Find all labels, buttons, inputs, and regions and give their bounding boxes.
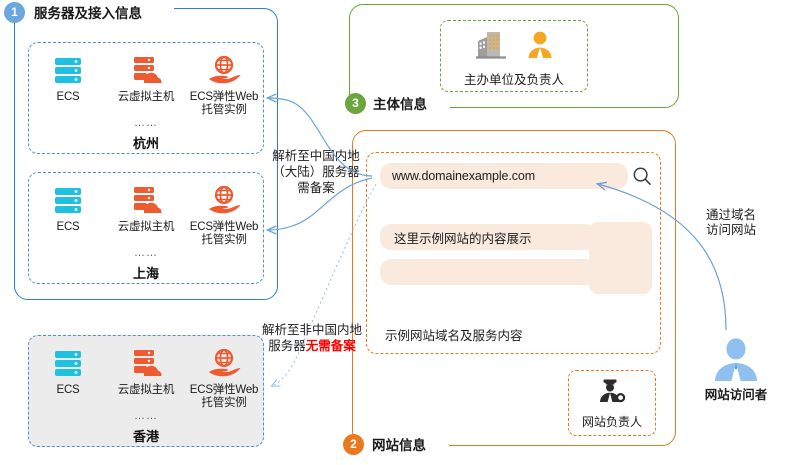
region-shanghai-ellipsis: …… [134,247,158,259]
person-orange-icon [526,29,554,61]
service-item: 云虚拟主机 [107,346,185,410]
service-item: ECS [29,346,107,410]
service-label: 云虚拟主机 [117,221,175,233]
service-label: ECS [56,221,80,233]
content-line-1-text: 这里示例网站的内容展示 [394,231,532,246]
panel-subject-title: 主体信息 [369,93,431,113]
region-hangzhou-name: 杭州 [132,136,159,151]
service-item: 云虚拟主机 [107,183,185,247]
url-bar[interactable]: www.domainexample.com [380,163,628,189]
server-stack-icon [29,53,107,87]
cloud-host-icon [107,53,185,87]
panel-servers-badge: 1 [4,2,25,23]
service-label: 云虚拟主机 [117,384,175,396]
service-item: ECS [29,183,107,247]
region-hangzhou: ECS 云虚拟主机 [28,42,264,154]
server-stack-icon [29,183,107,217]
annotation-mainland-text: 解析至中国内地（大陆）服务器需备案 [272,149,360,195]
region-shanghai-name: 上海 [132,266,159,281]
panel-servers-title: 服务器及接入信息 [30,2,146,22]
annotation-visit-note: 通过域名访问网站 [700,208,762,238]
subject-entity-label: 主办单位及负责人 [463,73,564,87]
annotation-overseas: 解析至非中国内地服务器无需备案 [262,322,362,354]
office-building-icon [474,29,508,61]
service-item: ECS [29,53,107,117]
region-hongkong-ellipsis: …… [134,410,158,422]
website-owner-label: 网站负责人 [581,415,642,429]
service-item: 云虚拟主机 [107,53,185,117]
content-thumbnail [589,222,652,294]
region-hongkong: ECS 云虚拟主机 [28,335,264,447]
service-label: ECS [56,91,80,103]
visitor-label: 网站访问者 [704,388,768,402]
url-text: www.domainexample.com [392,169,536,183]
cloud-host-icon [107,346,185,380]
elastic-web-hosting-icon [185,346,263,380]
annotation-overseas-red: 无需备案 [305,339,356,353]
panel-website-badge: 2 [343,434,364,455]
region-hangzhou-ellipsis: …… [134,117,158,129]
content-line-1: 这里示例网站的内容展示 [380,224,596,250]
elastic-web-hosting-icon [185,183,263,217]
service-label: 云虚拟主机 [117,91,175,103]
annotation-mainland: 解析至中国内地（大陆）服务器需备案 [268,148,364,196]
cloud-host-icon [107,183,185,217]
region-hongkong-name: 香港 [132,429,159,444]
region-hongkong-services: ECS 云虚拟主机 [29,346,263,410]
region-shanghai-services: ECS 云虚拟主机 [29,183,263,247]
region-shanghai: ECS 云虚拟主机 [28,172,264,284]
website-owner-icon [569,378,655,408]
annotation-visit-note-text: 通过域名访问网站 [705,208,756,237]
panel-website-title: 网站信息 [368,434,430,454]
subject-icon-row [441,29,587,61]
website-owner-box: 网站负责人 [568,370,656,436]
region-hangzhou-services: ECS 云虚拟主机 [29,53,263,117]
visitor-block: 网站访问者 [700,336,772,403]
website-caption: 示例网站域名及服务内容 [385,329,523,343]
panel-subject [349,4,679,108]
elastic-web-hosting-icon [185,53,263,87]
panel-subject-badge: 3 [345,93,366,114]
server-stack-icon [29,346,107,380]
subject-entity-box: 主办单位及负责人 [440,20,588,92]
search-icon[interactable] [632,166,652,186]
service-label: ECS [56,384,80,396]
content-line-2 [380,259,596,285]
visitor-person-icon [700,336,772,382]
